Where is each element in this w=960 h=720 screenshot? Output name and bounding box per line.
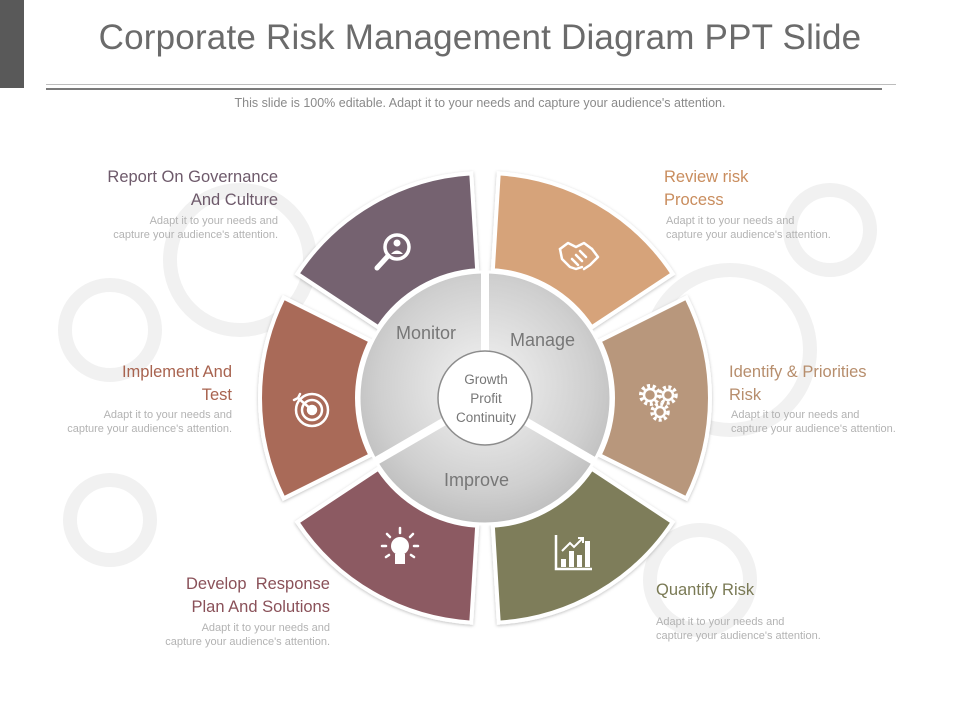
- stage-manage: Manage: [510, 330, 576, 350]
- slide-subtitle: This slide is 100% editable. Adapt it to…: [234, 96, 726, 110]
- label-quantify: Quantify Risk: [656, 579, 896, 602]
- label-implement-line2: Test: [201, 386, 232, 404]
- segment-develop: [294, 465, 480, 625]
- label-review-line1: Review risk: [664, 168, 749, 186]
- segment-quantify: [490, 465, 676, 625]
- segment-develop-shape: [294, 465, 480, 625]
- slide-title: Corporate Risk Management Diagram PPT Sl…: [98, 18, 862, 57]
- desc-identify-line2: capture your audience's attention.: [731, 423, 896, 435]
- label-identify: Identify & Priorities Risk: [729, 361, 944, 407]
- bar-chart-icon: [554, 535, 592, 571]
- segment-review: [490, 171, 676, 331]
- segment-review-shape: [490, 171, 676, 331]
- segment-implement-shape: [258, 294, 374, 502]
- stage-monitor: Monitor: [396, 323, 457, 343]
- desc-quantify: Adapt it to your needs and capture your …: [656, 615, 896, 643]
- label-governance-line1: Report On Governance: [107, 168, 278, 186]
- desc-governance-line1: Adapt it to your needs and: [149, 215, 278, 227]
- label-develop-line2: Plan And Solutions: [191, 598, 330, 616]
- center-line-continuity: Continuity: [455, 410, 517, 425]
- desc-review-line1: Adapt it to your needs and: [666, 215, 795, 227]
- stage-improve: Improve: [444, 470, 510, 490]
- label-develop: Develop Response Plan And Solutions: [110, 573, 330, 619]
- center-line-growth: Growth: [464, 372, 508, 387]
- bg-gear-left-small: [58, 278, 162, 382]
- bg-gear-bottom-right: [643, 523, 757, 637]
- segment-quantify-shape: [490, 465, 676, 625]
- target-icon: [292, 392, 330, 428]
- center-line-profit: Profit: [470, 391, 502, 406]
- label-quantify-line1: Quantify Risk: [656, 581, 755, 599]
- lightbulb-icon: [380, 526, 420, 564]
- desc-governance: Adapt it to your needs and capture your …: [60, 214, 278, 242]
- title-rule-thin: [46, 84, 896, 85]
- desc-identify-line1: Adapt it to your needs and: [731, 409, 860, 421]
- label-implement: Implement And Test: [20, 361, 232, 407]
- bg-gear-bottom-left: [63, 473, 157, 567]
- label-review-line2: Process: [664, 191, 724, 209]
- label-develop-line1: Develop Response: [185, 575, 330, 593]
- inner-ring-dividers: [373, 272, 597, 465]
- center-text: Growth Profit Continuity: [438, 370, 534, 427]
- desc-review-line2: capture your audience's attention.: [666, 229, 831, 241]
- desc-implement: Adapt it to your needs and capture your …: [20, 408, 232, 436]
- label-review: Review risk Process: [664, 166, 904, 212]
- desc-implement-line2: capture your audience's attention.: [67, 423, 232, 435]
- divider-lower-right: [522, 417, 597, 465]
- desc-quantify-line1: Adapt it to your needs and: [656, 616, 785, 628]
- desc-develop-line2: capture your audience's attention.: [165, 636, 330, 648]
- desc-develop-line1: Adapt it to your needs and: [201, 622, 330, 634]
- bg-gear-right-small: [783, 183, 877, 277]
- gears-icon: [639, 384, 678, 422]
- center-circle: [437, 350, 533, 446]
- handshake-icon: [558, 241, 600, 271]
- desc-identify: Adapt it to your needs and capture your …: [731, 408, 946, 436]
- desc-develop: Adapt it to your needs and capture your …: [110, 621, 330, 649]
- divider-lower-left: [373, 417, 448, 465]
- segment-implement: [258, 294, 374, 502]
- label-identify-line2: Risk: [729, 386, 762, 404]
- desc-implement-line1: Adapt it to your needs and: [103, 409, 232, 421]
- desc-review: Adapt it to your needs and capture your …: [666, 214, 906, 242]
- label-governance: Report On Governance And Culture: [60, 166, 278, 212]
- desc-quantify-line2: capture your audience's attention.: [656, 630, 821, 642]
- corner-accent-bar: [0, 0, 24, 88]
- title-rule-thick: [46, 88, 882, 90]
- label-identify-line1: Identify & Priorities: [729, 363, 867, 381]
- label-governance-line2: And Culture: [190, 191, 278, 209]
- search-person-icon: [374, 233, 411, 271]
- desc-governance-line2: capture your audience's attention.: [113, 229, 278, 241]
- label-implement-line1: Implement And: [121, 363, 232, 381]
